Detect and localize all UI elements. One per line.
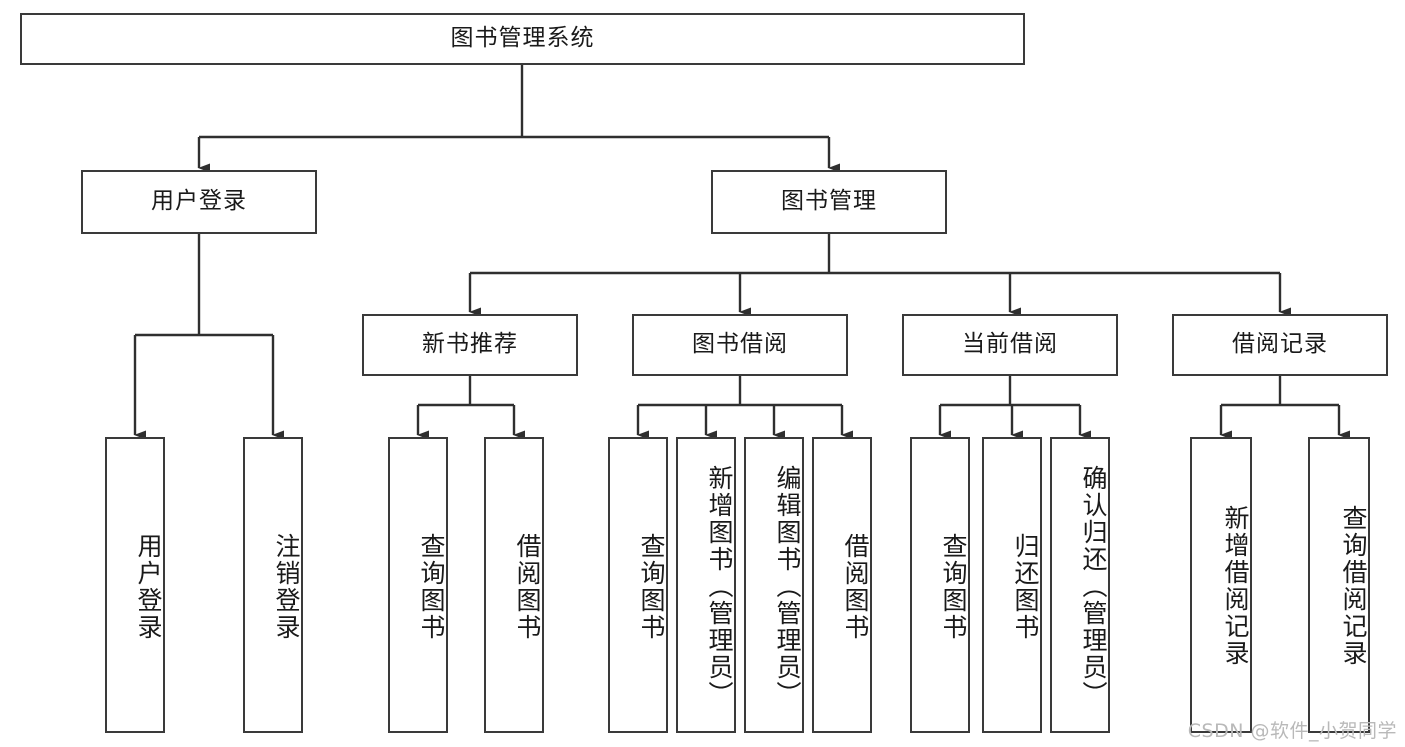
- node-leaf-add-book-label: 新增图书（管理员）: [705, 464, 734, 708]
- node-leaf-query-book-3[interactable]: 查询图书: [910, 437, 970, 733]
- node-leaf-query-book-2-label: 查询图书: [637, 533, 666, 641]
- node-leaf-query-book-2[interactable]: 查询图书: [608, 437, 668, 733]
- node-leaf-user-logout-label: 注销登录: [272, 533, 301, 641]
- node-root[interactable]: 图书管理系统: [20, 13, 1025, 65]
- node-book-borrow-label: 图书借阅: [692, 331, 788, 358]
- node-leaf-confirm-return-label: 确认归还（管理员）: [1079, 464, 1108, 708]
- node-leaf-confirm-return[interactable]: 确认归还（管理员）: [1050, 437, 1110, 733]
- node-current-borrow-label: 当前借阅: [962, 331, 1058, 358]
- node-leaf-query-record-label: 查询借阅记录: [1339, 505, 1368, 667]
- node-user-login[interactable]: 用户登录: [81, 170, 317, 234]
- csdn-watermark: CSDN @软件_小贺同学: [1187, 720, 1397, 742]
- node-book-borrow[interactable]: 图书借阅: [632, 314, 848, 376]
- node-book-manage-label: 图书管理: [781, 188, 877, 215]
- node-leaf-add-record[interactable]: 新增借阅记录: [1190, 437, 1252, 733]
- node-new-book-recommend-label: 新书推荐: [422, 331, 518, 358]
- node-leaf-return-book-label: 归还图书: [1011, 533, 1040, 641]
- node-borrow-record-label: 借阅记录: [1232, 331, 1328, 358]
- node-leaf-borrow-book-1-label: 借阅图书: [513, 533, 542, 641]
- node-book-manage[interactable]: 图书管理: [711, 170, 947, 234]
- node-borrow-record[interactable]: 借阅记录: [1172, 314, 1388, 376]
- node-leaf-query-book-1[interactable]: 查询图书: [388, 437, 448, 733]
- node-leaf-edit-book-label: 编辑图书（管理员）: [773, 464, 802, 708]
- node-root-label: 图书管理系统: [450, 25, 595, 52]
- node-leaf-query-record[interactable]: 查询借阅记录: [1308, 437, 1370, 733]
- node-leaf-user-logout[interactable]: 注销登录: [243, 437, 303, 733]
- node-leaf-add-record-label: 新增借阅记录: [1221, 505, 1250, 667]
- node-leaf-borrow-book-1[interactable]: 借阅图书: [484, 437, 544, 733]
- node-leaf-add-book[interactable]: 新增图书（管理员）: [676, 437, 736, 733]
- node-leaf-return-book[interactable]: 归还图书: [982, 437, 1042, 733]
- node-leaf-borrow-book-2[interactable]: 借阅图书: [812, 437, 872, 733]
- node-leaf-query-book-1-label: 查询图书: [417, 533, 446, 641]
- node-current-borrow[interactable]: 当前借阅: [902, 314, 1118, 376]
- node-leaf-user-login[interactable]: 用户登录: [105, 437, 165, 733]
- node-new-book-recommend[interactable]: 新书推荐: [362, 314, 578, 376]
- node-user-login-label: 用户登录: [151, 188, 247, 215]
- node-leaf-edit-book[interactable]: 编辑图书（管理员）: [744, 437, 804, 733]
- node-leaf-borrow-book-2-label: 借阅图书: [841, 533, 870, 641]
- node-leaf-user-login-label: 用户登录: [134, 533, 163, 641]
- node-leaf-query-book-3-label: 查询图书: [939, 533, 968, 641]
